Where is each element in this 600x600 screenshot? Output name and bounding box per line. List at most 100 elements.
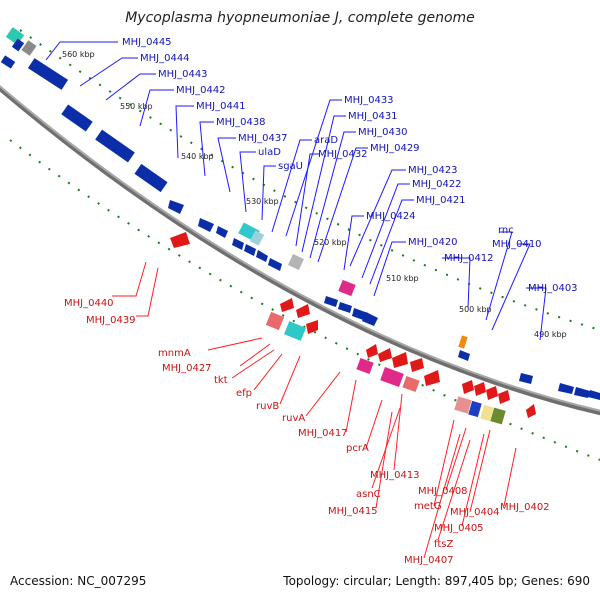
gene-label: MHJ_0442 <box>176 85 226 96</box>
gene-label: MHJ_0437 <box>238 133 288 144</box>
gene-label: MHJ_0440 <box>64 298 114 309</box>
gene-label: asnC <box>356 489 381 500</box>
gene-feature <box>462 380 474 394</box>
gene-label: tkt <box>214 375 228 386</box>
gene-label: MHJ_0424 <box>366 211 416 222</box>
gene-feature <box>134 163 168 193</box>
gene-label: ruvB <box>256 401 279 412</box>
accession-text: Accession: NC_007295 <box>10 574 147 588</box>
gene-feature <box>338 279 356 297</box>
inner-tick-ring <box>9 139 600 461</box>
gene-label: MHJ_0404 <box>450 507 500 518</box>
gene-feature <box>380 367 404 387</box>
gene-feature <box>324 296 338 307</box>
gene-feature <box>410 358 424 372</box>
gene-label: MHJ_0422 <box>412 179 462 190</box>
kbp-label: 500 kbp <box>459 305 492 314</box>
map-title: Mycoplasma hyopneumoniae J, complete gen… <box>125 10 475 26</box>
gene-label: araD <box>314 135 338 146</box>
forward-features <box>0 27 600 400</box>
forward-gene-labels: MHJ_0445 MHJ_0444 MHJ_0443 MHJ_0442 MHJ_… <box>122 37 578 294</box>
gene-label: MHJ_0427 <box>162 363 212 374</box>
gene-feature <box>288 254 304 270</box>
gene-feature <box>392 352 408 368</box>
outer-tick-ring <box>19 29 600 331</box>
kbp-label: 510 kbp <box>386 274 419 283</box>
gene-label: MHJ_0421 <box>416 195 466 206</box>
reverse-gene-labels: MHJ_0440 MHJ_0439 mnmA MHJ_0427 tkt efp … <box>64 298 550 566</box>
gene-label: MHJ_0444 <box>140 53 190 64</box>
genome-backbone <box>0 85 600 416</box>
gene-feature <box>95 129 135 163</box>
gene-feature <box>232 238 244 250</box>
gene-feature <box>378 348 392 362</box>
gene-feature <box>265 311 285 331</box>
gene-feature <box>61 104 93 132</box>
gene-label: sgaU <box>278 161 303 172</box>
gene-feature <box>0 55 16 69</box>
gene-label: MHJ_0405 <box>434 523 484 534</box>
gene-feature <box>424 370 440 386</box>
gene-feature <box>356 357 374 375</box>
kbp-label: 560 kbp <box>62 50 95 59</box>
gene-label: ulaD <box>258 147 281 158</box>
gene-label: MHJ_0429 <box>370 143 420 154</box>
gene-feature <box>558 383 574 394</box>
kbp-label: 540 kbp <box>181 152 214 161</box>
gene-feature <box>170 232 190 248</box>
gene-feature <box>458 335 468 349</box>
gene-feature <box>490 407 506 425</box>
kbp-label: 550 kbp <box>120 102 153 111</box>
gene-label: MHJ_0403 <box>528 283 578 294</box>
gene-feature <box>11 38 25 52</box>
gene-label: mnmA <box>158 348 191 359</box>
gene-feature <box>249 230 265 246</box>
gene-label: MHJ_0417 <box>298 428 348 439</box>
gene-feature <box>256 250 268 262</box>
gene-feature <box>474 382 486 396</box>
gene-feature <box>366 344 378 358</box>
gene-label: ruvA <box>282 413 305 424</box>
gene-feature <box>338 302 352 313</box>
forward-label-lines <box>45 41 547 341</box>
gene-feature <box>454 396 472 414</box>
gene-feature <box>574 387 590 398</box>
gene-feature <box>458 350 470 361</box>
gene-label: ftsZ <box>434 539 453 550</box>
gene-feature <box>498 390 510 404</box>
gene-label: MHJ_0413 <box>370 470 420 481</box>
gene-feature <box>486 386 498 400</box>
gene-label: MHJ_0433 <box>344 95 394 106</box>
genome-summary-text: Topology: circular; Length: 897,405 bp; … <box>283 574 590 588</box>
gene-feature <box>27 58 69 90</box>
gene-label: MHJ_0407 <box>404 555 454 566</box>
gene-label: MHJ_0430 <box>358 127 408 138</box>
gene-label: MHJ_0410 <box>492 239 542 250</box>
reverse-features <box>170 232 536 425</box>
gene-label: rnc <box>498 225 514 236</box>
gene-label: MHJ_0445 <box>122 37 172 48</box>
gene-feature <box>268 258 282 271</box>
kbp-label: 520 kbp <box>314 238 347 247</box>
gene-label: MHJ_0415 <box>328 506 378 517</box>
kbp-label: 490 kbp <box>534 330 567 339</box>
gene-label: MHJ_0423 <box>408 165 458 176</box>
gene-label: pcrA <box>346 443 369 454</box>
gene-feature <box>468 400 482 418</box>
gene-label: MHJ_0420 <box>408 237 458 248</box>
gene-feature <box>526 404 536 418</box>
gene-feature <box>480 404 494 422</box>
gene-label: metG <box>414 501 442 512</box>
gene-feature <box>284 321 306 341</box>
gene-label: MHJ_0408 <box>418 486 468 497</box>
gene-feature <box>296 304 310 318</box>
gene-label: MHJ_0431 <box>348 111 398 122</box>
gene-feature <box>21 40 37 56</box>
gene-label: MHJ_0443 <box>158 69 208 80</box>
gene-feature <box>280 298 294 312</box>
gene-label: MHJ_0412 <box>444 253 494 264</box>
reverse-label-lines <box>112 261 517 559</box>
gene-feature <box>362 312 378 326</box>
gene-feature <box>402 375 420 393</box>
